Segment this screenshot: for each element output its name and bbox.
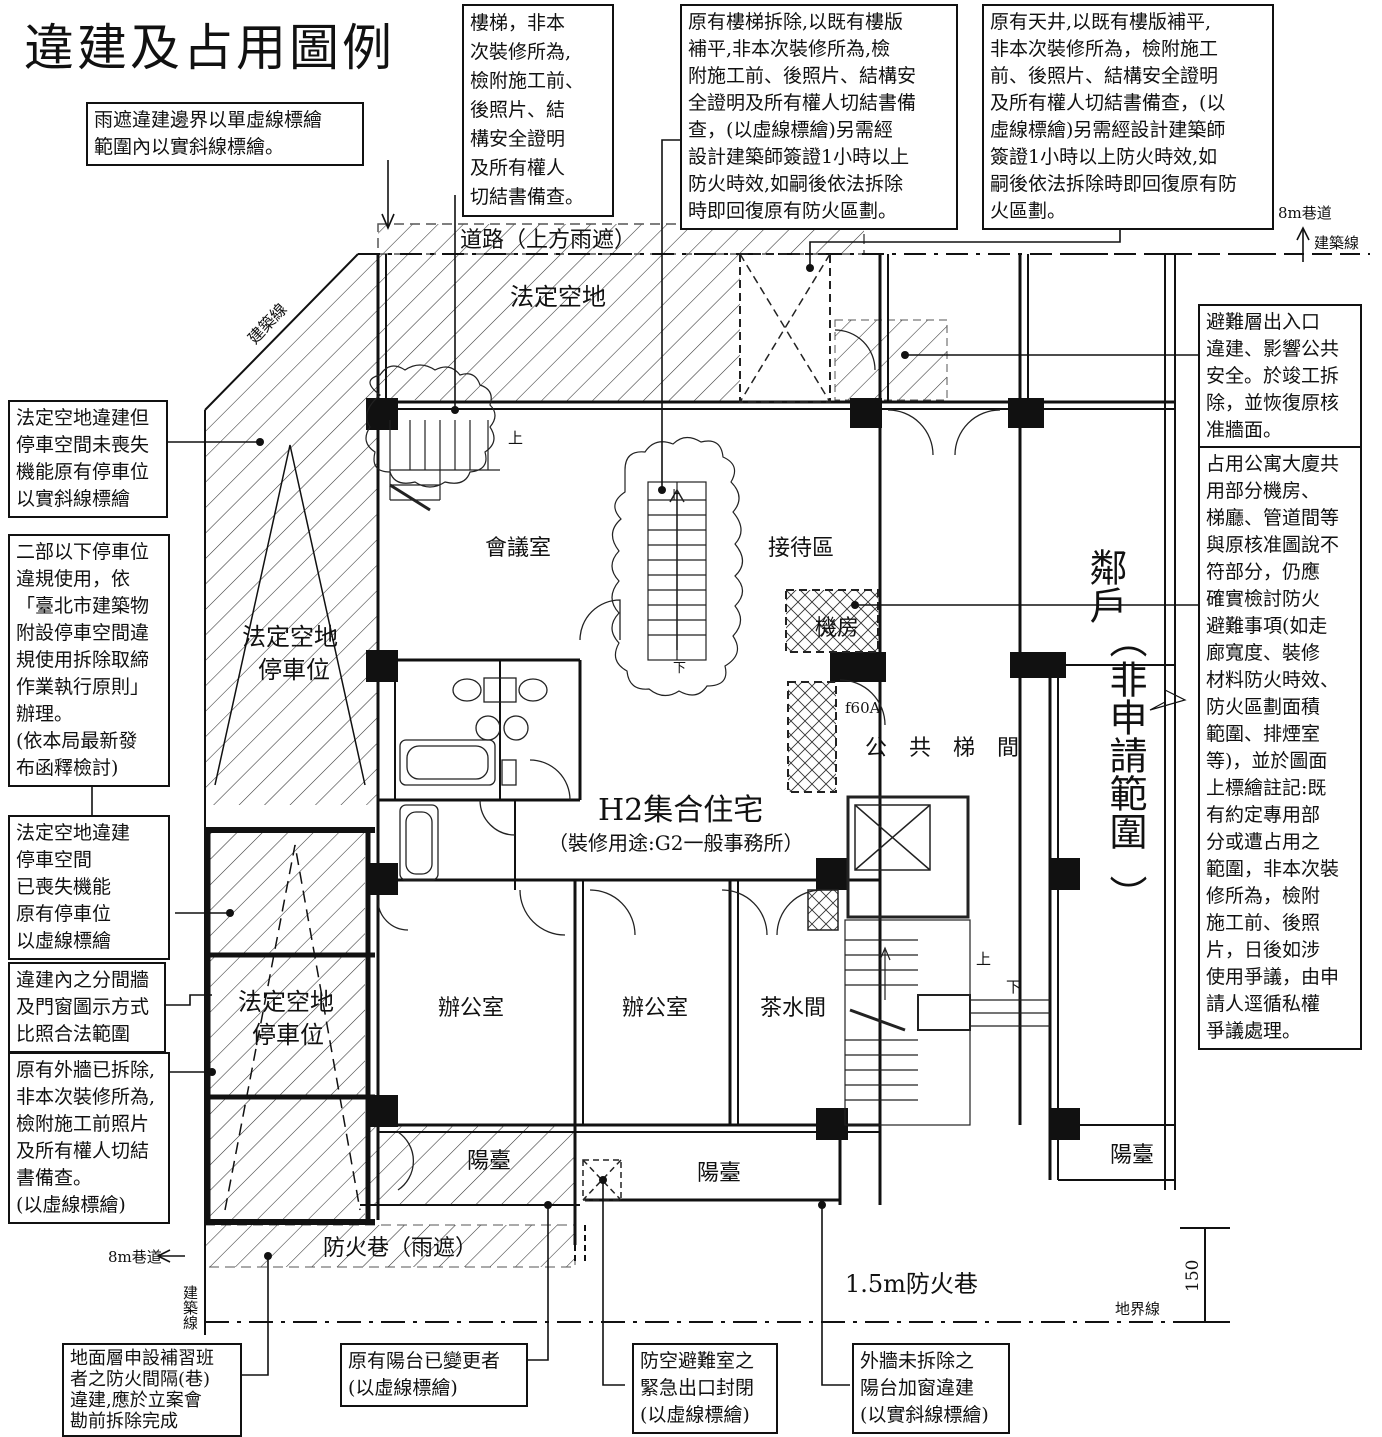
shaft-cross-box xyxy=(787,681,837,793)
building-type-label: H2集合住宅 xyxy=(598,793,763,828)
down-label-2: 下 xyxy=(1006,978,1021,996)
leader-lines xyxy=(91,139,1310,1386)
decor-use-label: （裝修用途:G2一般事務所） xyxy=(548,831,803,855)
neighbor-label: 鄰戶 xyxy=(1083,548,1127,624)
lane-8m-top-label: 8m巷道 xyxy=(1278,204,1332,222)
paren-open-label: ︵ xyxy=(1103,620,1147,658)
parking-label-2b: 停車位 xyxy=(252,1021,324,1049)
meeting-room-label: 會議室 xyxy=(485,536,551,561)
down-label-1: 下 xyxy=(673,661,686,676)
fire-lane-label: 1.5m防火巷 xyxy=(845,1270,978,1298)
parking-label-1a: 法定空地 xyxy=(242,623,338,651)
note-parking-solid: 法定空地違建但 停車空間未喪失 機能原有停車位 以實斜線標繪 xyxy=(8,400,168,518)
elevator-box xyxy=(846,795,970,919)
common-stair-label: 公 共 梯 間 xyxy=(865,736,1019,761)
balcony-hatch-area xyxy=(365,1125,575,1205)
lane-8m-bottom-label: 8m巷道 xyxy=(108,1248,162,1266)
note-common-area: 占用公寓大廈共 用部分機房、 梯廳、管道間等 與原核准圖說不 符部分，仍應 確實… xyxy=(1198,446,1362,1050)
f60a-label: f60A xyxy=(845,699,881,717)
note-courtyard: 原有天井,以既有樓版補平, 非本次裝修所為，檢附施工 前、後照片、結構安全證明 … xyxy=(982,4,1274,230)
shelter-exit-box xyxy=(582,1159,622,1201)
parking-markers xyxy=(214,444,366,1211)
exit-violation-area xyxy=(834,319,948,401)
up-label-3: 上 xyxy=(668,489,681,504)
lower-parking-area xyxy=(205,830,365,1225)
page-title: 違建及占用圖例 xyxy=(24,19,395,77)
note-exit: 避難層出入口 違建、影響公共 安全。於竣工拆 除，並恢復原核 准牆面。 xyxy=(1198,304,1362,449)
dimension-150-label: 150 xyxy=(1183,1260,1203,1292)
note-partition: 違建內之分間牆 及門窗圖示方式 比照合法範圍 xyxy=(8,962,166,1053)
main-stair-cloud xyxy=(611,436,744,697)
office-label-1: 辦公室 xyxy=(438,996,504,1021)
note-removed-stairs: 原有樓梯拆除,以既有樓版 補平,非本次裝修所為,檢 附施工前、後照片、結構安 全… xyxy=(680,4,958,230)
note-parking-rules: 二部以下停車位 違規使用，依 「臺北市建築物 附設停車空間違 規使用拆除取締 作… xyxy=(8,534,170,787)
diagonal-parking-area xyxy=(205,254,378,805)
common-stair-treads xyxy=(845,939,1050,1101)
note-rain-shelter: 雨遮違建邊界以單虛線標繪 範圍內以實斜線標繪。 xyxy=(86,102,364,166)
parking-label-2a: 法定空地 xyxy=(238,988,334,1016)
bathroom-fixtures xyxy=(399,677,548,881)
machine-room-label: 機房 xyxy=(815,616,859,641)
building-line-top-label: 建築線 xyxy=(1314,234,1359,252)
note-outer-wall: 原有外牆已拆除, 非本次裝修所為, 檢附施工前照片 及所有權人切結 書備查。 (… xyxy=(8,1052,170,1224)
common-stair-box xyxy=(844,919,971,1126)
leader-dots xyxy=(208,264,909,1260)
boundary-lines xyxy=(204,253,1370,1335)
machine-room-box xyxy=(785,589,879,653)
not-applied-label: 非申請範圍 xyxy=(1103,660,1147,850)
fire-lane-shelter-label: 防火巷（雨遮） xyxy=(323,1236,477,1261)
stairs xyxy=(365,364,1050,1126)
pantry-label: 茶水間 xyxy=(760,996,826,1021)
note-balcony-window: 外牆未拆除之 陽台加窗違建 (以實斜線標繪) xyxy=(852,1343,1010,1434)
note-shelter-exit: 防空避難室之 緊急出口封閉 (以虛線標繪) xyxy=(632,1343,778,1434)
small-stair-treads xyxy=(389,420,500,512)
balcony-label-1: 陽臺 xyxy=(467,1149,511,1174)
shafts xyxy=(582,253,970,1201)
removed-stair-void xyxy=(739,253,831,403)
note-parking-lost: 法定空地違建 停車空間 已喪失機能 原有停車位 以虛線標繪 xyxy=(8,815,170,960)
up-label-1: 上 xyxy=(508,429,523,447)
columns xyxy=(366,398,1080,1140)
balcony-label-2: 陽臺 xyxy=(697,1161,741,1186)
small-stair-cloud xyxy=(365,364,496,488)
paren-close-label: ︶ xyxy=(1103,875,1147,913)
open-space-label: 法定空地 xyxy=(510,283,606,311)
note-fire-lane: 地面層申設補習班 者之防火間隔(巷) 違建,應於立案會 勘前拆除完成 xyxy=(62,1343,242,1437)
up-label-2: 上 xyxy=(976,950,991,968)
hatched-areas xyxy=(204,223,948,1268)
note-balcony-changed: 原有陽台已變更者 (以虛線標繪) xyxy=(340,1343,528,1407)
doors xyxy=(377,329,1001,1191)
road-label: 道路（上方雨遮） xyxy=(460,228,636,253)
top-open-space-area xyxy=(358,254,740,402)
note-stairs: 樓梯，非本 次裝修所為, 檢附施工前、 後照片、結 構安全證明 及所有權人 切結… xyxy=(462,4,614,217)
reception-label: 接待區 xyxy=(768,536,834,561)
office-label-2: 辦公室 xyxy=(622,996,688,1021)
fire-lane-shelter-area xyxy=(204,1224,576,1268)
building-line-bottom-label: 建築線 xyxy=(181,1285,199,1330)
parking-label-1b: 停車位 xyxy=(258,656,330,684)
boundary-label: 地界線 xyxy=(1115,1300,1160,1318)
balcony-label-3: 陽臺 xyxy=(1110,1143,1154,1168)
